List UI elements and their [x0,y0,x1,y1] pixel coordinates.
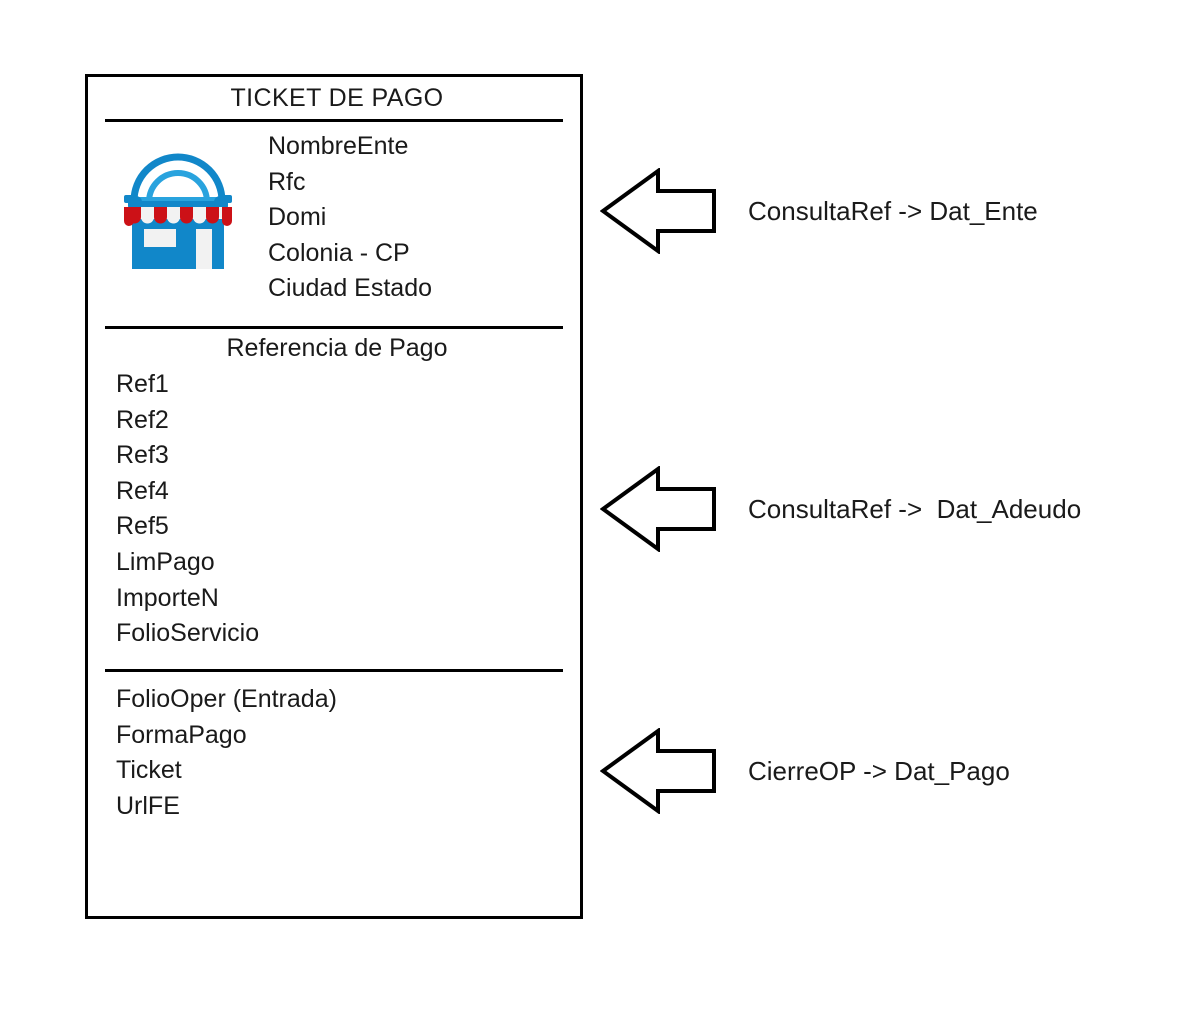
ente-field: Ciudad Estado [268,274,433,303]
divider-after-title [105,119,563,122]
referencia-field: ImporteN [116,583,219,612]
pago-field-list: FolioOper (Entrada) FormaPago Ticket Url… [88,682,586,824]
referencia-heading: Referencia de Pago [226,334,448,362]
referencia-field: Ref2 [116,405,169,434]
referencia-field: Ref1 [116,370,169,398]
ente-section: NombreEnte Rfc Domi Colonia - CP Ciudad … [88,129,586,324]
referencia-field: Ref4 [116,476,169,505]
referencia-field: FolioServicio [116,619,260,648]
arrow-left-icon [599,465,718,553]
ente-field-list: NombreEnte Rfc Domi Colonia - CP Ciudad … [268,129,578,307]
annotation-label: ConsultaRef -> Dat_Ente [748,196,1038,226]
referencia-field: LimPago [116,547,215,576]
ente-field: NombreEnte [268,132,409,160]
annotation-label: ConsultaRef -> Dat_Adeudo [748,494,1082,524]
pago-field: FolioOper (Entrada) [116,685,337,713]
divider-after-ente [105,326,563,329]
ticket-card: TICKET DE PAGO [85,74,583,919]
storefront-icon [116,141,240,271]
annotation-label: CierreOP -> Dat_Pago [748,756,1010,786]
referencia-field-list: Ref1 Ref2 Ref3 Ref4 Ref5 LimPago Importe… [88,367,586,652]
pago-section: FolioOper (Entrada) FormaPago Ticket Url… [88,682,586,824]
referencia-field: Ref5 [116,512,169,541]
pago-field: Ticket [116,756,182,785]
ente-field: Rfc [268,167,306,196]
pago-field: FormaPago [116,720,247,749]
ente-field: Domi [268,203,327,232]
referencia-section: Referencia de Pago Ref1 Ref2 Ref3 Ref4 R… [88,331,586,652]
divider-after-referencia [105,669,563,672]
referencia-field: Ref3 [116,441,169,470]
ente-field: Colonia - CP [268,238,410,267]
pago-field: UrlFE [116,791,180,820]
arrow-left-icon [599,727,718,815]
arrow-left-icon [599,167,718,255]
ticket-title: TICKET DE PAGO [230,84,444,112]
